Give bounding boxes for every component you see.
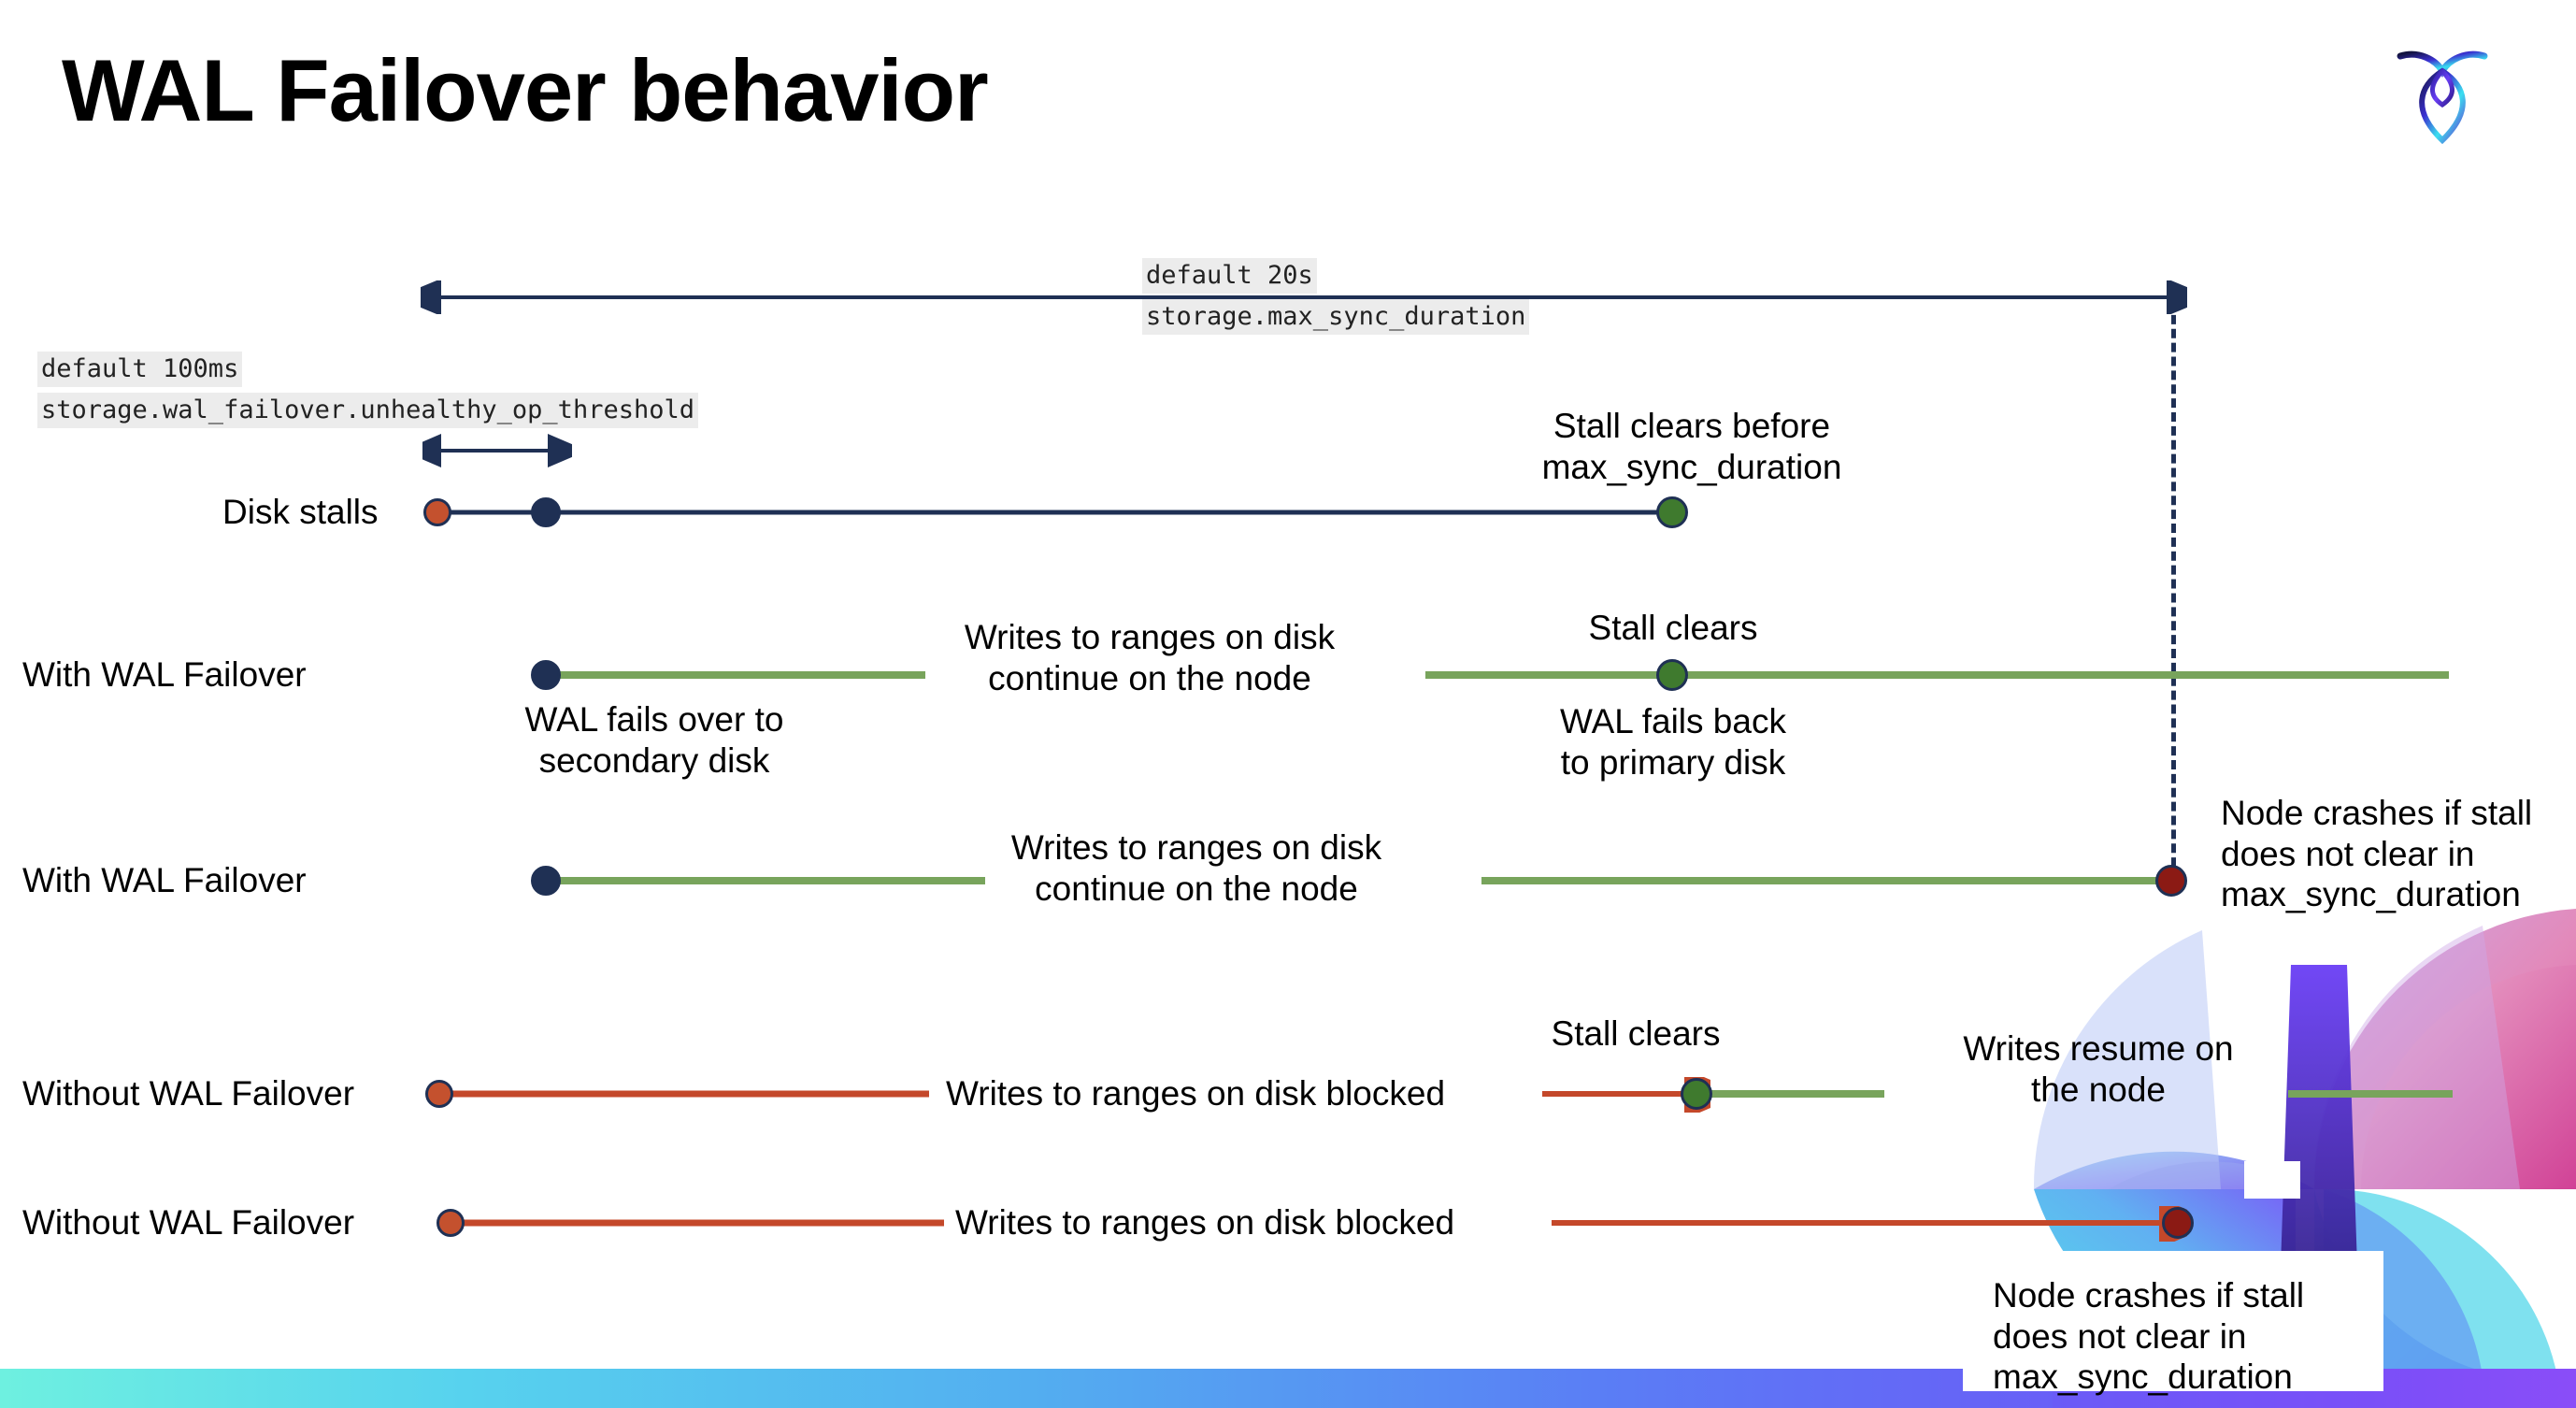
row-label-without-wal-failover-1: Without WAL Failover: [22, 1074, 355, 1113]
with-wal-failover-2-track-left: [546, 877, 985, 884]
without-wal-failover-2-track-left: [451, 1219, 944, 1227]
cockroachdb-logo-icon: [2397, 50, 2488, 145]
without-wal-failover-1-track-right: [1701, 1090, 1884, 1098]
note-stall-clears-before: Stall clears before max_sync_duration: [1541, 407, 1842, 486]
row-label-with-wal-failover-2: With WAL Failover: [22, 861, 307, 899]
without-wal-failover-1-clear-dot: [1681, 1078, 1712, 1110]
note-node-crashes-1: Node crashes if stall does not clear in …: [2221, 794, 2533, 914]
with-wal-failover-1-track-right: [1425, 671, 2449, 679]
disk-stalls-track: [437, 510, 1671, 515]
max-sync-setting-chip: storage.max_sync_duration: [1142, 299, 1530, 336]
unhealthy-op-setting-chip: storage.wal_failover.unhealthy_op_thresh…: [37, 393, 698, 429]
row-label-without-wal-failover-2: Without WAL Failover: [22, 1203, 355, 1242]
disk-stalls-start-dot: [423, 498, 451, 526]
max-sync-duration-dashed-guide: [2171, 301, 2176, 881]
cockroachdb-logo: [2391, 36, 2494, 148]
note-writes-continue-2: Writes to ranges on disk continue on the…: [1010, 828, 1382, 908]
note-stall-clears-1: Stall clears: [1588, 609, 1758, 647]
note-writes-blocked-1: Writes to ranges on disk blocked: [946, 1074, 1446, 1113]
disk-stalls-clear-dot: [1656, 496, 1688, 528]
note-stall-clears-2: Stall clears: [1551, 1014, 1721, 1053]
with-wal-failover-1-clear-dot: [1656, 659, 1688, 691]
without-wal-failover-2-start-dot: [436, 1209, 465, 1237]
without-wal-failover-1-blocked-arrow: [1542, 1077, 1710, 1113]
page-title: WAL Failover behavior: [62, 41, 989, 139]
note-writes-blocked-2: Writes to ranges on disk blocked: [955, 1203, 1455, 1242]
max-sync-duration-span-arrow: [421, 280, 2187, 314]
with-wal-failover-1-track-left: [546, 671, 925, 679]
with-wal-failover-1-failover-dot: [531, 660, 561, 690]
without-wal-failover-2-crash-dot: [2162, 1207, 2194, 1239]
row-label-with-wal-failover-1: With WAL Failover: [22, 655, 307, 694]
without-wal-failover-2-blocked-arrow: [1552, 1206, 2187, 1242]
row-label-disk-stalls: Disk stalls: [222, 493, 379, 531]
note-wal-fails-over: WAL fails over to secondary disk: [524, 700, 784, 780]
note-writes-resume: Writes resume on the node: [1963, 1029, 2234, 1109]
max-sync-default-chip: default 20s: [1142, 258, 1317, 295]
node-crash-callout: Node crashes if stall does not clear in …: [1963, 1251, 2383, 1396]
disk-stalls-threshold-dot: [531, 497, 561, 527]
note-wal-fails-back: WAL fails back to primary disk: [1560, 702, 1786, 782]
note-node-crashes-2: Node crashes if stall does not clear in …: [1993, 1276, 2305, 1397]
unhealthy-op-default-chip: default 100ms: [37, 352, 243, 388]
without-wal-failover-1-start-dot: [425, 1080, 453, 1108]
note-writes-continue-1: Writes to ranges on disk continue on the…: [964, 618, 1336, 697]
with-wal-failover-2-track-right: [1481, 877, 2171, 884]
with-wal-failover-2-crash-dot: [2155, 865, 2187, 897]
with-wal-failover-2-failover-dot: [531, 866, 561, 896]
unhealthy-op-threshold-span-arrow: [422, 434, 572, 467]
without-wal-failover-1-track-left: [439, 1090, 929, 1098]
without-wal-failover-1-track-resume: [2288, 1090, 2453, 1098]
